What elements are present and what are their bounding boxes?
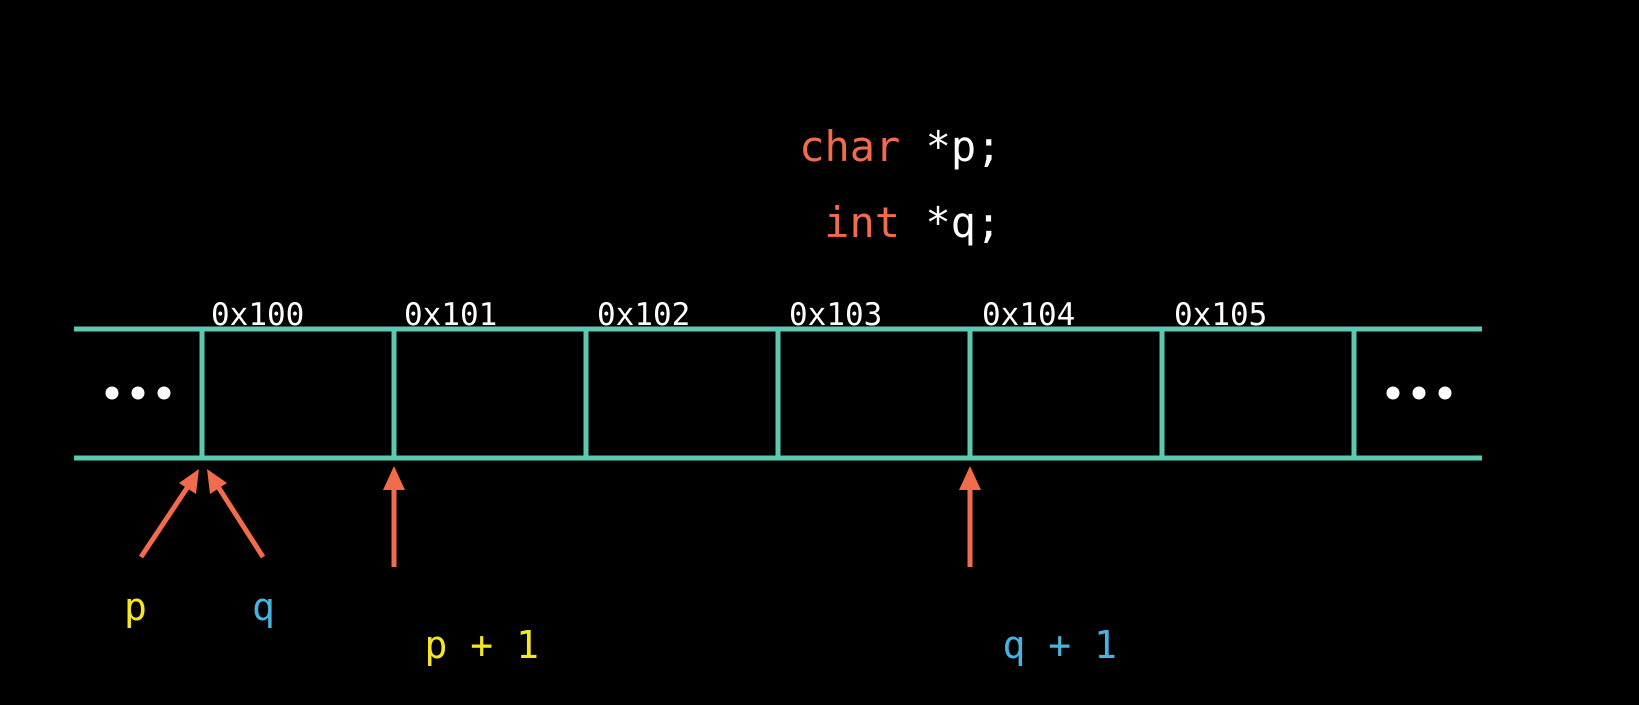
label-q: q [252, 585, 275, 629]
label-p-plus-1-var: p [424, 623, 448, 667]
address-label-0x103: 0x103 [789, 297, 883, 333]
pointer-arithmetic-diagram: char *p; int *q; 0x100 0x101 0x102 0x103… [74, 84, 1482, 664]
label-q-plus-1: q + 1 [911, 588, 1117, 702]
arrow-p [138, 469, 199, 559]
address-label-0x104: 0x104 [982, 297, 1076, 333]
ellipsis-left [105, 386, 171, 400]
arrow-p-plus-1 [383, 466, 405, 567]
label-q-plus-1-var: q [1002, 623, 1026, 667]
label-p: p [124, 585, 147, 629]
label-p-plus-1: p + 1 [333, 588, 539, 702]
address-label-0x100: 0x100 [211, 297, 305, 333]
declaration-int-q: int *q; [723, 160, 1001, 286]
char-keyword: char [799, 122, 901, 171]
label-p-plus-1-op: + [470, 623, 494, 667]
label-q-plus-1-op: + [1048, 623, 1072, 667]
declaration-char-p: char *p; [698, 84, 1001, 210]
ellipsis-right [1386, 386, 1452, 400]
address-label-0x102: 0x102 [597, 297, 691, 333]
address-label-0x101: 0x101 [404, 297, 498, 333]
address-label-0x105: 0x105 [1174, 297, 1268, 333]
memory-diagram-svg [74, 326, 1482, 567]
label-q-plus-1-num: 1 [1094, 623, 1117, 667]
char-p-identifier: *p; [925, 122, 1002, 171]
arrow-q [207, 469, 266, 559]
label-p-plus-1-num: 1 [516, 623, 539, 667]
int-keyword: int [824, 198, 901, 247]
arrow-q-plus-1 [959, 466, 981, 567]
int-q-identifier: *q; [925, 198, 1002, 247]
